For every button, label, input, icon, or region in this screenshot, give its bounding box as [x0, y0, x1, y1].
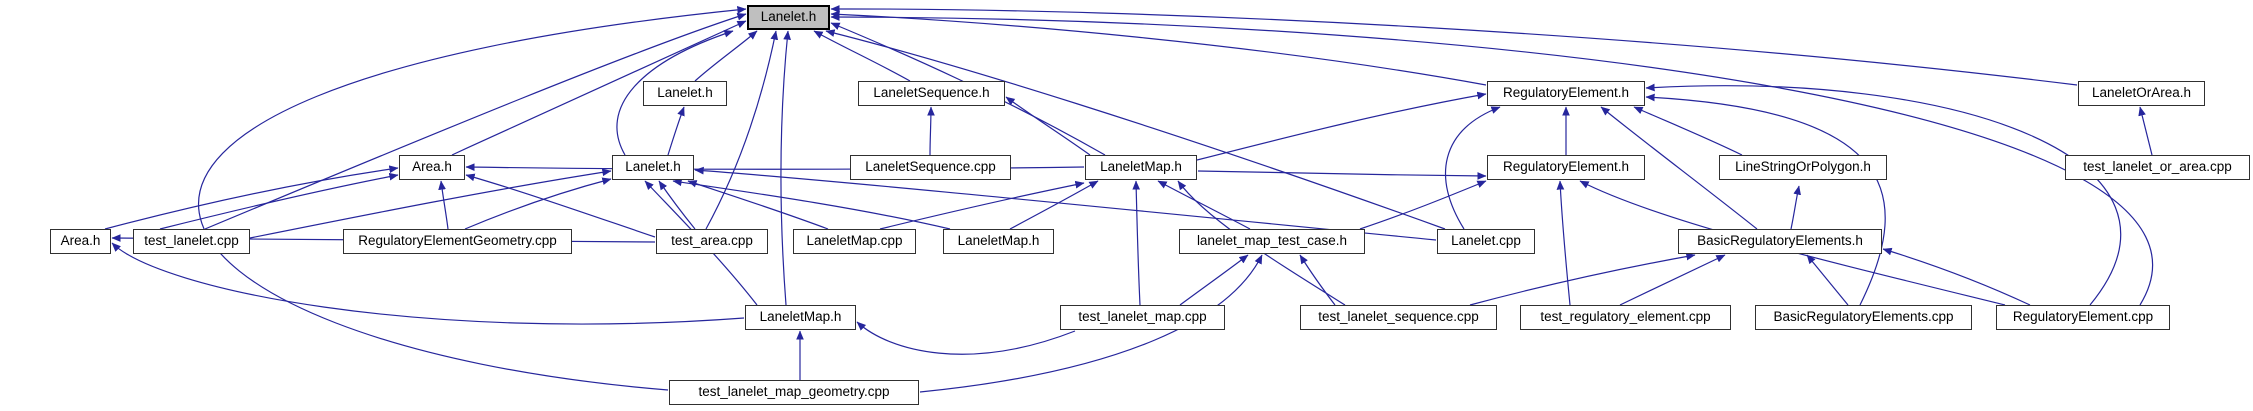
edge-lanelet-g-to-root [694, 30, 758, 82]
edge-tl-to-root [204, 12, 747, 230]
edge-tl-to-area2 [159, 172, 399, 230]
graph-node-tlmg[interactable]: test_lanelet_map_geometry.cpp [669, 380, 919, 405]
edge-ta-to-area2 [465, 173, 656, 238]
edge-area3-to-area2 [104, 165, 399, 230]
graph-node-lseq-cpp[interactable]: LaneletSequence.cpp [850, 155, 1011, 180]
graph-node-lmap2[interactable]: LaneletMap.h [1085, 155, 1197, 180]
edge-lsop-to-regel1 [1633, 106, 1743, 156]
edge-lanelet-cpp-to-root [825, 29, 1446, 230]
edge-lanelet2-to-lanelet-g [667, 106, 685, 156]
edge-tlm-to-lmap4 [856, 321, 1076, 355]
edge-brel-cpp-to-brel-h [1806, 254, 1849, 306]
graph-node-regel1[interactable]: RegulatoryElement.h [1487, 81, 1645, 106]
graph-node-rel-cpp[interactable]: RegulatoryElement.cpp [1996, 305, 2170, 330]
graph-node-lmtc[interactable]: lanelet_map_test_case.h [1179, 229, 1365, 254]
graph-node-reg-geo[interactable]: RegulatoryElementGeometry.cpp [343, 229, 572, 254]
edge-rel-cpp-to-regel1 [1645, 83, 2122, 306]
graph-node-root[interactable]: Lanelet.h [747, 5, 830, 30]
graph-node-regel2[interactable]: RegulatoryElement.h [1487, 155, 1645, 180]
graph-node-lanelet-cpp[interactable]: Lanelet.cpp [1437, 229, 1535, 254]
edge-lmtc-to-regel2 [1359, 180, 1487, 230]
edge-lmap3-to-lmap2 [1009, 180, 1099, 230]
graph-node-tloa[interactable]: test_lanelet_or_area.cpp [2065, 155, 2250, 180]
graph-node-lmap-cpp[interactable]: LaneletMap.cpp [793, 229, 916, 254]
graph-node-lseq-h[interactable]: LaneletSequence.h [858, 81, 1005, 106]
edge-lmap4-to-area3 [111, 242, 745, 325]
edge-lor-to-root [830, 5, 2078, 86]
graph-node-lmap3[interactable]: LaneletMap.h [943, 229, 1054, 254]
edge-tlm-to-lmap2 [1132, 180, 1141, 306]
graph-node-brel-cpp[interactable]: BasicRegulatoryElements.cpp [1755, 305, 1972, 330]
edge-brel-h-to-lsop [1790, 185, 1801, 230]
edge-tls-to-brel-h [1469, 252, 1696, 306]
edge-lmap-cpp-to-lmap2 [879, 180, 1085, 230]
graph-node-lsop[interactable]: LineStringOrPolygon.h [1719, 155, 1887, 180]
graph-node-lor[interactable]: LaneletOrArea.h [2078, 81, 2205, 106]
edge-lmap-cpp-to-lanelet2 [687, 180, 829, 230]
edge-ta-to-root [705, 30, 779, 230]
graph-node-tls[interactable]: test_lanelet_sequence.cpp [1300, 305, 1497, 330]
graph-node-lanelet2[interactable]: Lanelet.h [612, 155, 694, 180]
graph-node-area3[interactable]: Area.h [50, 229, 111, 254]
edge-lmap4-to-root [780, 30, 791, 306]
edge-lseq-cpp-to-lseq-h [927, 106, 935, 156]
edge-lmap2-to-regel2 [1197, 170, 1487, 180]
edge-lmap2-to-regel1 [1196, 91, 1487, 161]
graph-node-brel-h[interactable]: BasicRegulatoryElements.h [1678, 229, 1882, 254]
edge-reg-geo-to-area2 [438, 180, 449, 230]
edge-lseq-h-to-root [813, 30, 911, 82]
graph-node-area2[interactable]: Area.h [399, 155, 465, 180]
graph-node-lanelet-g[interactable]: Lanelet.h [643, 81, 727, 106]
edge-tls-to-lmtc [1299, 254, 1336, 306]
graph-node-tre[interactable]: test_regulatory_element.cpp [1520, 305, 1731, 330]
edge-lmap3-to-lanelet2 [672, 178, 951, 230]
edge-reg-geo-to-lanelet2 [464, 177, 612, 230]
edge-brel-cpp-to-regel1 [1645, 93, 1886, 306]
edge-tl-to-lanelet2 [249, 168, 612, 239]
graph-node-tlm[interactable]: test_lanelet_map.cpp [1060, 305, 1225, 330]
edge-tlmg-to-root [198, 6, 747, 391]
edge-tre-to-regel2 [1556, 180, 1571, 306]
edge-lmtc-to-lmap2 [1157, 180, 1251, 230]
graph-node-ta[interactable]: test_area.cpp [656, 229, 768, 254]
edge-tre-to-brel-h [1619, 254, 1726, 306]
graph-node-tl[interactable]: test_lanelet.cpp [133, 229, 250, 254]
edge-lmap2-to-lseq-h [1005, 96, 1091, 156]
graph-node-lmap4[interactable]: LaneletMap.h [745, 305, 856, 330]
edge-tlm-to-lmtc [1179, 254, 1249, 306]
edge-regel1-to-root [830, 10, 1487, 86]
edge-ta-to-lanelet2 [658, 180, 696, 230]
edge-tloa-to-lor [2138, 106, 2153, 156]
edge-rel-cpp-to-brel-h [1882, 247, 2031, 306]
